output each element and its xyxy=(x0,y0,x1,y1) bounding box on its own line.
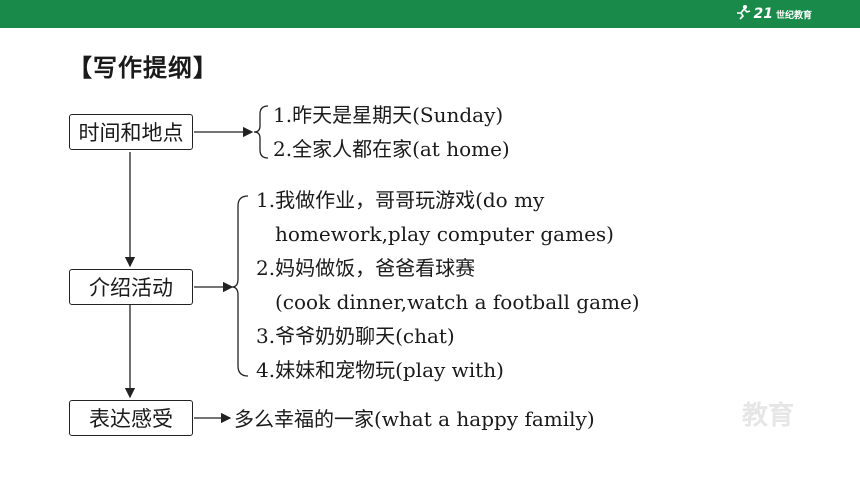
page-title: 【写作提纲】 xyxy=(68,54,218,82)
activity-item-continuation: (cook dinner,watch a football game) xyxy=(275,290,640,314)
logo-text: 世纪教育 xyxy=(775,10,812,21)
site-logo: 21 世纪教育 xyxy=(735,4,812,24)
activity-item: 1.我做作业，哥哥玩游戏(do my xyxy=(256,188,545,212)
activity-item-continuation: homework,play computer games) xyxy=(275,222,614,246)
node-activities: 介绍活动 xyxy=(69,269,193,305)
runner-icon xyxy=(735,4,751,24)
activity-item: 4.妹妹和宠物玩(play with) xyxy=(256,358,504,382)
time-place-item: 2.全家人都在家(at home) xyxy=(273,137,510,161)
top-banner: 21 世纪教育 xyxy=(0,0,860,28)
brace-time-place xyxy=(253,105,269,159)
activity-item: 2.妈妈做饭，爸爸看球赛 xyxy=(256,256,476,280)
logo-mark: 21 xyxy=(753,6,773,22)
watermark: 教育 xyxy=(742,401,795,431)
time-place-item: 1.昨天是星期天(Sunday) xyxy=(273,103,504,127)
node-feelings: 表达感受 xyxy=(69,400,193,436)
activity-item: 3.爷爷奶奶聊天(chat) xyxy=(256,324,455,348)
feeling-text: 多么幸福的一家(what a happy family) xyxy=(234,407,595,431)
node-time-place: 时间和地点 xyxy=(69,114,193,150)
brace-activities xyxy=(231,195,249,377)
